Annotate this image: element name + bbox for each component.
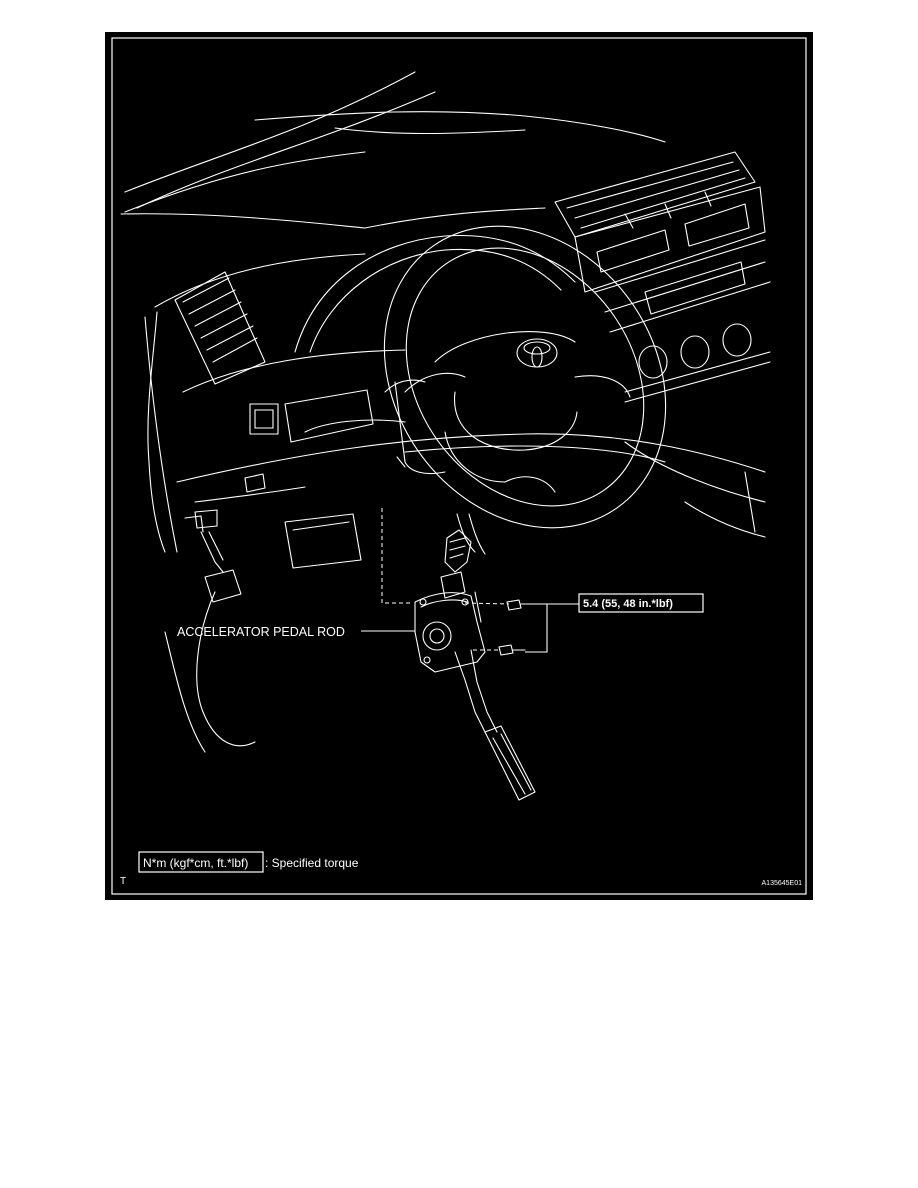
inner-frame xyxy=(111,37,807,895)
torque-spec-box xyxy=(578,593,704,613)
toyota-emblem xyxy=(516,338,558,368)
figure-id: A135645E01 xyxy=(762,880,803,887)
torque-spec-value: 5.4 (55, 48 in.*lbf) xyxy=(583,598,673,610)
brake-pedal xyxy=(184,513,362,603)
torque-leader-lines xyxy=(361,603,579,653)
windshield-lines xyxy=(124,71,666,213)
corner-mark: T xyxy=(120,876,126,887)
legend-description: : Specified torque xyxy=(265,856,359,870)
accelerator-pedal-assembly xyxy=(414,513,536,801)
instrument-cluster-hood xyxy=(294,234,576,433)
left-air-vent xyxy=(174,271,266,385)
legend-unit-text: N*m (kgf*cm, ft.*lbf) xyxy=(143,856,248,870)
left-switch-panel xyxy=(194,389,374,529)
mounting-bolts xyxy=(498,599,536,656)
steering-wheel xyxy=(383,225,667,529)
legend-unit-box xyxy=(138,851,264,873)
installation-guide-lines xyxy=(381,508,510,651)
accelerator-pedal-rod-label: ACCELERATOR PEDAL ROD xyxy=(177,625,345,639)
service-illustration: ACCELERATOR PEDAL ROD 5.4 (55, 48 in.*lb… xyxy=(105,32,813,900)
accelerator-pedal-diagram: ACCELERATOR PEDAL ROD 5.4 (55, 48 in.*lb… xyxy=(111,37,807,895)
center-stack xyxy=(554,151,771,403)
dashboard-outline xyxy=(120,207,766,753)
steering-column xyxy=(384,379,446,475)
